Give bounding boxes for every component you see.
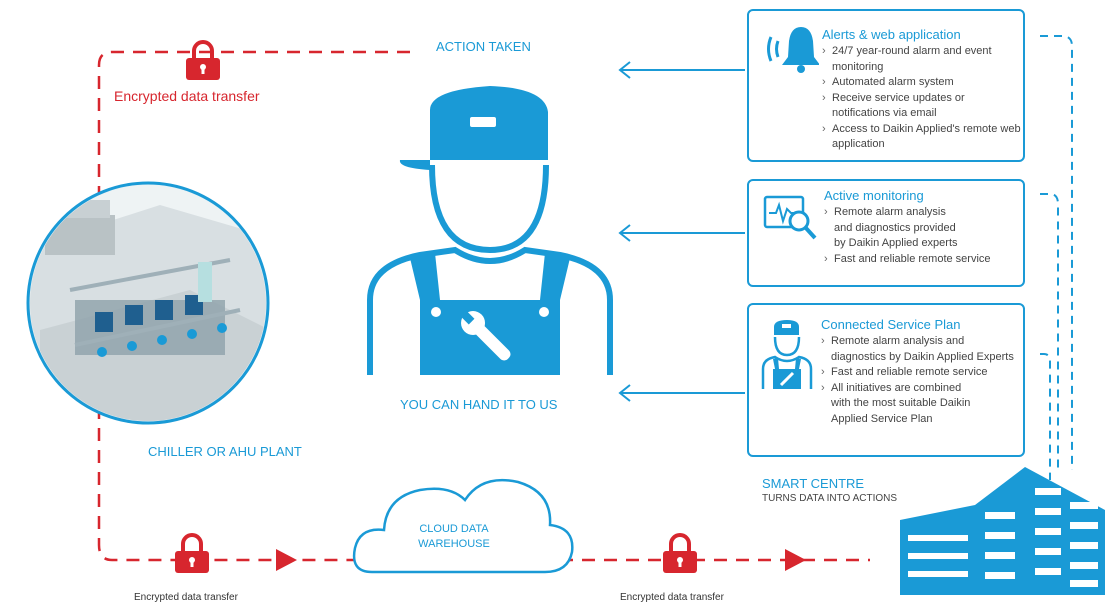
list-item: Fast and reliable remote service	[821, 365, 1021, 381]
alerts-title: Alerts & web application	[822, 27, 961, 42]
encrypted-transfer-label-left: Encrypted data transfer	[134, 592, 238, 603]
direction-arrow-icon	[276, 549, 297, 571]
padlock-icon	[186, 40, 220, 80]
list-item: Automated alarm system	[822, 75, 1022, 91]
padlock-icon	[663, 533, 697, 573]
direction-arrow-icon	[785, 549, 806, 571]
list-item: All initiatives are combined with the mo…	[821, 381, 981, 428]
list-item: Remote alarm analysis and diagnostics pr…	[824, 205, 964, 252]
technician-figure	[367, 86, 613, 375]
you-can-hand-label: YOU CAN HAND IT TO US	[400, 397, 558, 412]
smart-centre-label: SMART CENTRE	[762, 476, 865, 491]
building-icon	[900, 467, 1105, 595]
monitor-magnifier-icon	[763, 195, 819, 248]
chiller-plant-label: CHILLER OR AHU PLANT	[148, 444, 302, 459]
service-plan-box: Connected Service Plan Remote alarm anal…	[747, 303, 1025, 457]
list-item: 24/7 year-round alarm and event monitori…	[822, 44, 1022, 75]
list-item: Remote alarm analysis and diagnostics by…	[821, 334, 1021, 365]
encrypted-transfer-label: Encrypted data transfer	[114, 88, 260, 104]
alerts-box: Alerts & web application 24/7 year-round…	[747, 9, 1025, 162]
arrow-left-icon	[618, 61, 745, 402]
data-link-line	[1040, 35, 1073, 480]
encrypted-transfer-label-right: Encrypted data transfer	[620, 592, 724, 603]
active-monitoring-title: Active monitoring	[824, 188, 924, 203]
bell-icon	[763, 25, 820, 78]
action-taken-label: ACTION TAKEN	[436, 39, 531, 54]
list-item: Receive service updates or notifications…	[822, 91, 1022, 122]
smart-centre-subtitle: TURNS DATA INTO ACTIONS	[762, 493, 898, 504]
chiller-plant-image	[26, 181, 270, 425]
list-item: Access to Daikin Applied's remote web ap…	[822, 122, 1022, 153]
cloud-shape	[352, 478, 574, 574]
list-item: Fast and reliable remote service	[824, 252, 1024, 268]
cloud-label: CLOUD DATA WAREHOUSE	[418, 523, 490, 550]
service-plan-title: Connected Service Plan	[821, 317, 961, 332]
padlock-icon	[175, 533, 209, 573]
technician-icon	[759, 317, 813, 394]
active-monitoring-box: Active monitoring Remote alarm analysis …	[747, 179, 1025, 287]
